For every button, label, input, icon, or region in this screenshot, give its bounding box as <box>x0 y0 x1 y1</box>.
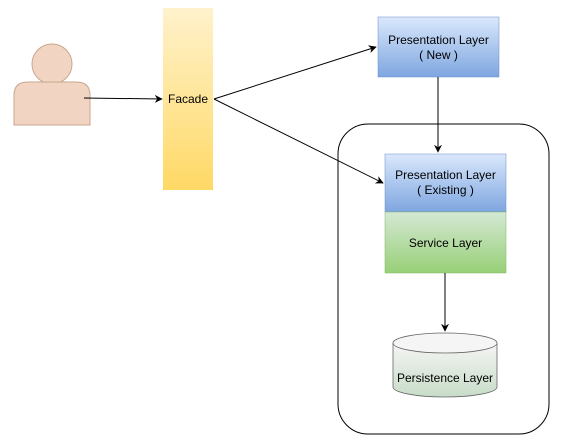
presentation-existing-line1: Presentation Layer <box>395 168 496 182</box>
facade-label: Facade <box>168 92 208 106</box>
edge-facade-to-presentation-existing <box>213 98 384 184</box>
persistence-cylinder-body <box>392 343 498 398</box>
presentation-existing-node: Presentation Layer ( Existing ) <box>384 153 507 213</box>
persistence-layer-label: Persistence Layer <box>397 371 493 385</box>
facade-box <box>163 8 213 190</box>
presentation-new-node: Presentation Layer ( New ) <box>377 16 500 78</box>
presentation-new-box <box>377 16 500 78</box>
service-layer-node: Service Layer <box>384 211 507 274</box>
presentation-existing-line2: ( Existing ) <box>417 183 474 197</box>
database-cylinder-icon: Persistence Layer <box>392 332 498 398</box>
user-head <box>31 43 73 85</box>
user-body <box>13 81 91 126</box>
presentation-new-line2: ( New ) <box>419 48 458 62</box>
persistence-cylinder-top <box>392 332 498 354</box>
service-layer-label: Service Layer <box>409 236 482 250</box>
user-icon <box>13 43 91 126</box>
edge-facade-to-presentation-new <box>213 45 377 100</box>
service-layer-box <box>384 211 507 274</box>
presentation-new-line1: Presentation Layer <box>388 33 489 47</box>
edge-actor-to-facade <box>83 94 163 103</box>
facade-node: Facade <box>163 8 213 190</box>
